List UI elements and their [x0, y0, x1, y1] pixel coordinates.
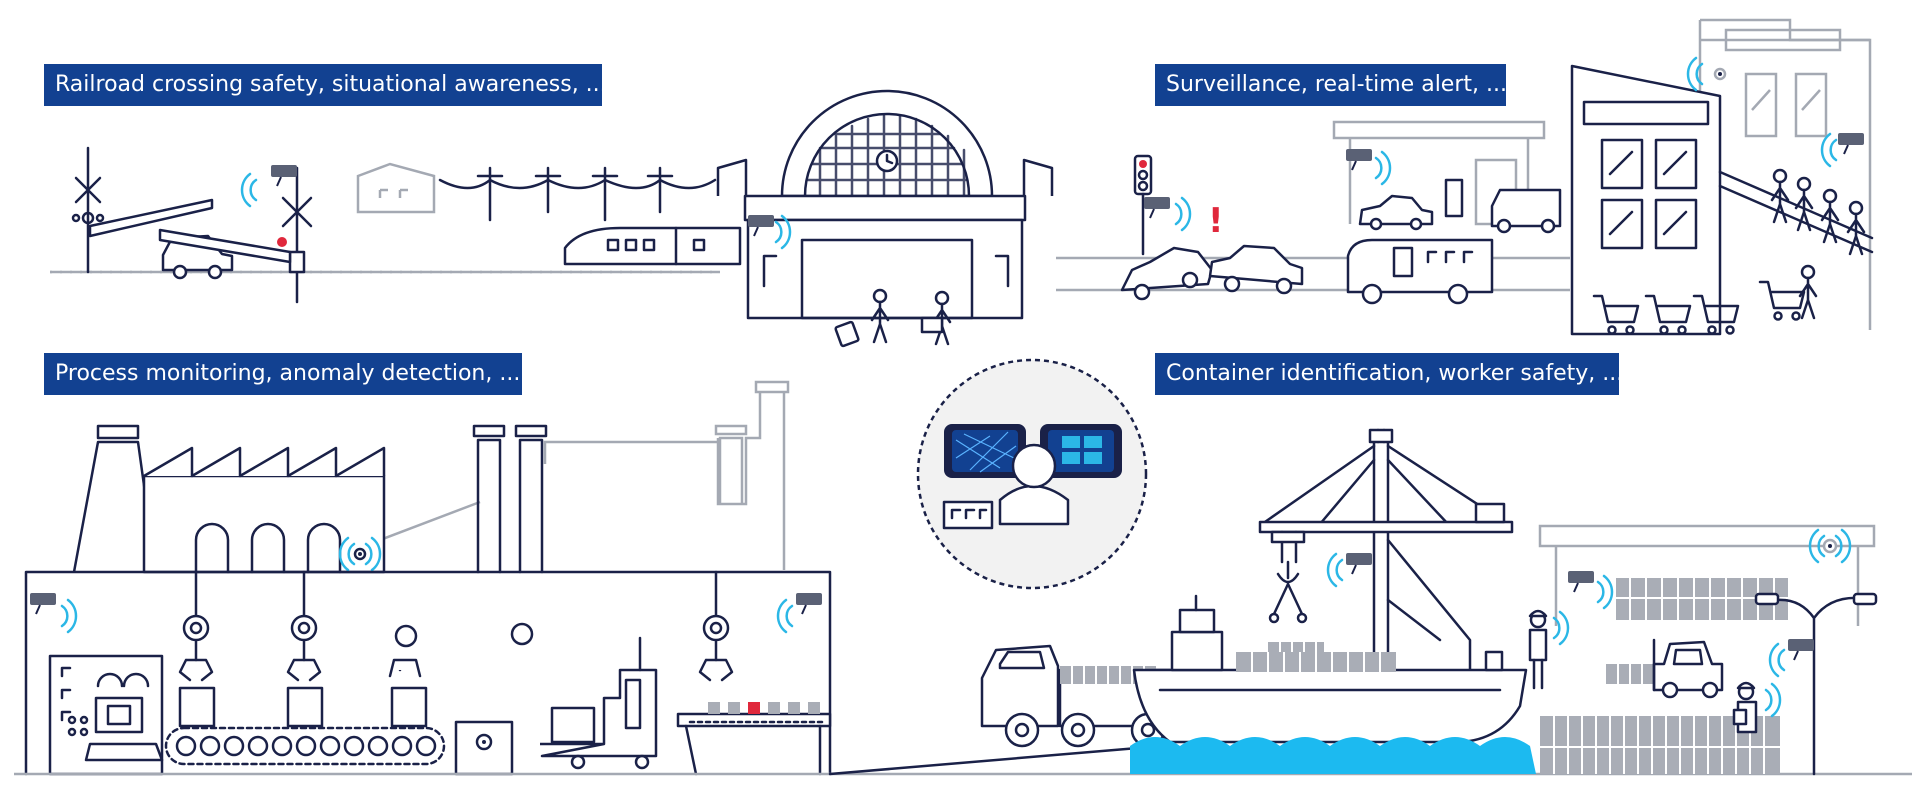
operator-monitor-circle [916, 358, 1148, 590]
train-icon [563, 226, 742, 266]
railroad-safety-label: Railroad crossing safety, situational aw… [44, 64, 607, 106]
gas-station-icon [1332, 120, 1562, 234]
water-icon [1130, 737, 1536, 774]
warehouse-icon [1538, 524, 1876, 626]
operator-icon [998, 443, 1070, 526]
street-lamp-icon [1754, 592, 1878, 776]
gripper-arm-icon [178, 570, 734, 728]
crash-cars-icon [1120, 244, 1304, 301]
mall-building-icon [1570, 18, 1874, 336]
robot-arm-icon [388, 622, 534, 776]
worker-icon [1528, 609, 1570, 690]
factory-icon [24, 424, 832, 776]
alert-icon: ! [1208, 201, 1224, 241]
forklift-icon [540, 636, 658, 770]
inspection-table-icon [676, 702, 832, 776]
traffic-light-icon [1133, 154, 1192, 256]
port-forklift-icon [1606, 638, 1724, 699]
worker-clipboard-icon [1732, 681, 1782, 734]
van-icon [1346, 238, 1494, 305]
traveler-icon [834, 288, 952, 348]
conveyor-icon [164, 726, 446, 766]
station-icon [716, 89, 1054, 320]
surveillance-scene: ! [1056, 18, 1874, 336]
control-panel-icon [48, 654, 164, 776]
railroad-crossing-scene [50, 89, 1054, 348]
factory-scene [14, 380, 1912, 776]
port-scene [980, 428, 1878, 776]
container-identification-label: Container identification, worker safety,… [1155, 353, 1623, 395]
process-monitoring-label: Process monitoring, anomaly detection, .… [44, 353, 522, 395]
ship-icon [1132, 594, 1528, 744]
surveillance-label: Surveillance, real-time alert, ... [1155, 64, 1507, 106]
